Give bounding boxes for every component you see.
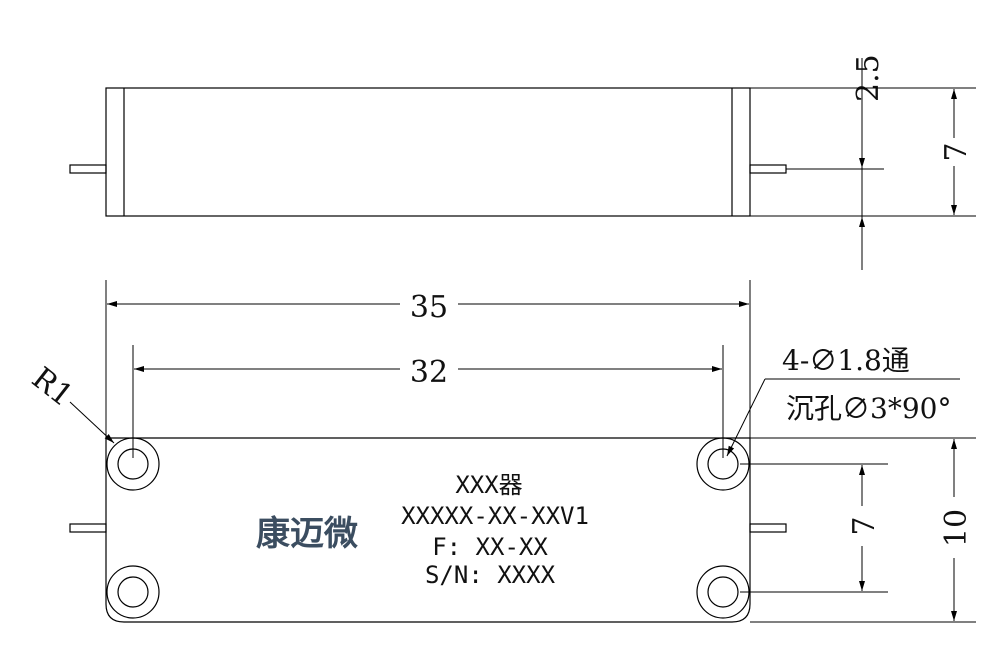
- top-left-pin: [69, 523, 107, 533]
- label-line3: F: XX-XX: [432, 533, 548, 561]
- mounting-hole-top-left: [106, 437, 160, 491]
- brand-logo: 康迈微: [256, 514, 358, 554]
- product-label: 康迈微 XXX器 XXXXX-XX-XXV1 F: XX-XX S/N: XXX…: [256, 471, 589, 589]
- dim-hole-vertical-spacing: 7: [740, 463, 888, 593]
- dim-hole-spacing-text: 32: [410, 355, 448, 390]
- dim-side-top-offset: 2.5: [786, 54, 886, 270]
- side-view: 2.5 7: [69, 54, 976, 270]
- top-view: 35 32 R1 4-∅1.8通 沉孔∅3*90° 7: [25, 280, 976, 623]
- dim-side-top-offset-text: 2.5: [851, 54, 886, 102]
- label-line1: XXX器: [455, 471, 522, 499]
- label-line2: XXXXX-XX-XXV1: [401, 502, 589, 530]
- side-body: [105, 87, 751, 217]
- mounting-hole-bottom-left: [106, 565, 160, 619]
- dim-side-height: 7: [750, 87, 976, 217]
- dim-corner-radius: R1: [25, 361, 115, 444]
- top-body: [105, 437, 751, 623]
- hole-note-line1: 4-∅1.8通: [782, 344, 910, 377]
- dim-side-height-text: 7: [939, 142, 974, 161]
- dim-hole-vertical-spacing-text: 7: [847, 516, 882, 535]
- hole-note-line2: 沉孔∅3*90°: [786, 392, 951, 425]
- side-right-pin: [749, 164, 787, 174]
- top-right-pin: [749, 523, 787, 533]
- dim-overall-length: 35: [107, 290, 749, 325]
- dim-overall-width: 10: [750, 437, 976, 623]
- dim-overall-width-text: 10: [939, 509, 974, 547]
- side-left-pin: [69, 164, 107, 174]
- dim-hole-spacing: 32: [134, 355, 722, 390]
- hole-note: 4-∅1.8通 沉孔∅3*90°: [726, 344, 960, 457]
- dim-overall-length-text: 35: [410, 290, 448, 325]
- dim-corner-radius-text: R1: [25, 361, 79, 414]
- label-line4: S/N: XXXX: [425, 561, 556, 589]
